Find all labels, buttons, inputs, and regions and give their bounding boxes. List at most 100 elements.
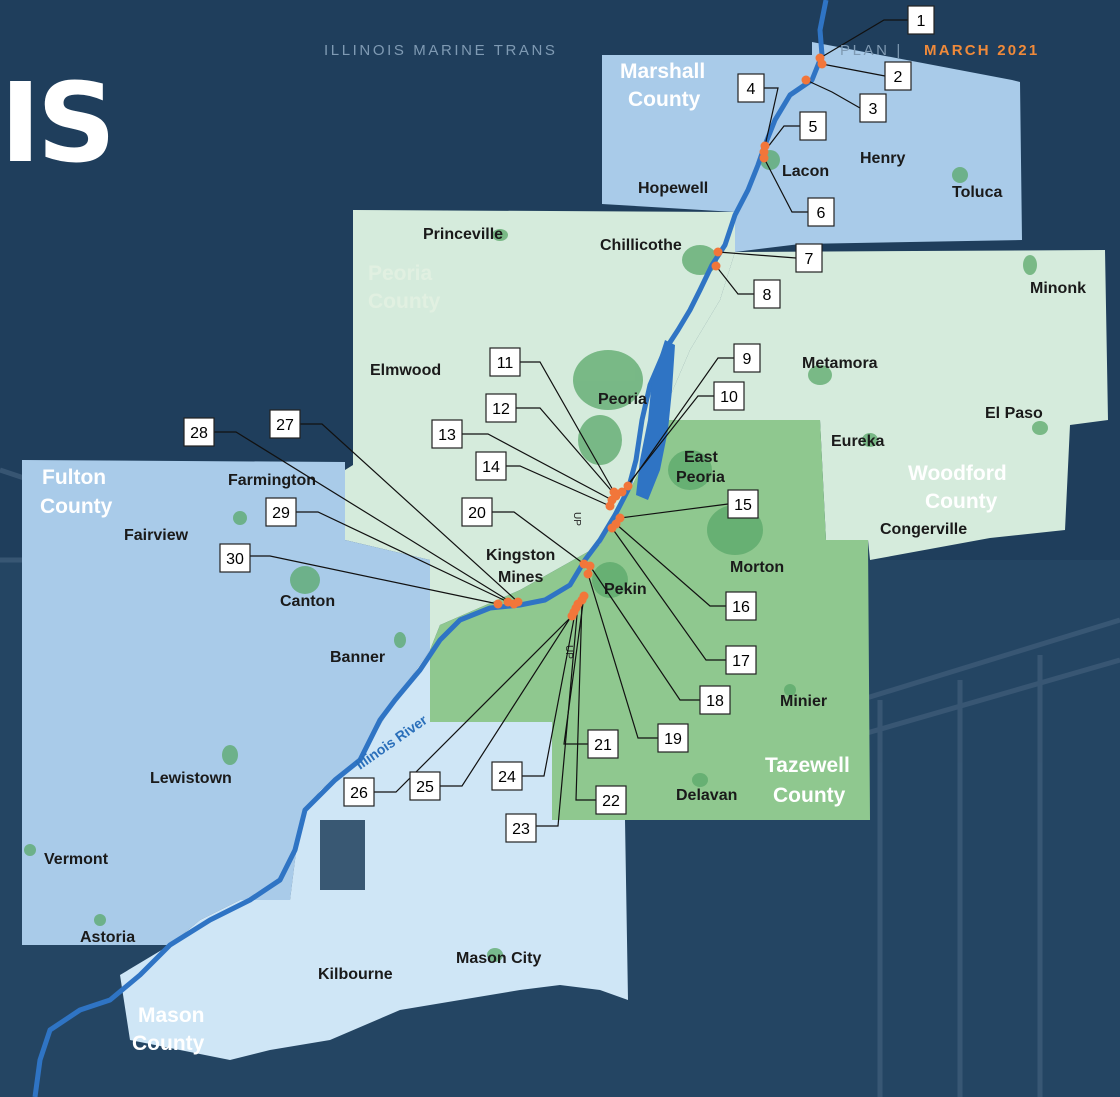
site-label-box-10[interactable] bbox=[713, 381, 745, 411]
background-bridge bbox=[0, 467, 1120, 1097]
site-label-11: 11 bbox=[497, 355, 514, 372]
site-label-box-26[interactable] bbox=[343, 777, 375, 807]
leader-line-13 bbox=[462, 433, 613, 501]
town-kilbourne: Kilbourne bbox=[318, 966, 393, 983]
leader-line-23 bbox=[536, 603, 579, 827]
leader-line-29 bbox=[296, 511, 509, 603]
site-label-box-3[interactable] bbox=[859, 93, 887, 123]
site-label-box-17[interactable] bbox=[725, 645, 757, 675]
site-marker-17[interactable] bbox=[607, 523, 617, 533]
leader-line-10 bbox=[621, 395, 714, 493]
site-label-box-21[interactable] bbox=[587, 729, 619, 759]
site-label-24: 24 bbox=[498, 769, 516, 786]
site-label-box-18[interactable] bbox=[699, 685, 731, 715]
site-label-box-23[interactable] bbox=[505, 813, 537, 843]
site-label-box-19[interactable] bbox=[657, 723, 689, 753]
site-marker-20[interactable] bbox=[579, 559, 589, 569]
site-label-29: 29 bbox=[272, 505, 290, 522]
site-marker-29[interactable] bbox=[503, 597, 513, 607]
site-label-box-13[interactable] bbox=[431, 419, 463, 449]
site-label-box-2[interactable] bbox=[884, 61, 912, 91]
leader-line-3 bbox=[805, 79, 861, 109]
town-chillicothe: Chillicothe bbox=[600, 237, 682, 254]
site-label-box-30[interactable] bbox=[219, 543, 251, 573]
site-marker-8[interactable] bbox=[711, 261, 721, 271]
site-label-26: 26 bbox=[350, 785, 368, 802]
site-label-4: 4 bbox=[747, 81, 756, 98]
leader-line-17 bbox=[611, 527, 726, 661]
site-label-box-4[interactable] bbox=[737, 73, 765, 103]
leader-line-15 bbox=[619, 503, 729, 519]
town-mason-city: Mason City bbox=[456, 950, 541, 967]
site-label-box-14[interactable] bbox=[475, 451, 507, 481]
county-label-fulton-2: County bbox=[40, 495, 113, 518]
site-label-box-8[interactable] bbox=[753, 279, 781, 309]
site-label-box-16[interactable] bbox=[725, 591, 757, 621]
site-label-22: 22 bbox=[602, 793, 620, 810]
site-marker-6[interactable] bbox=[759, 153, 769, 163]
leader-line-27 bbox=[300, 423, 519, 603]
leader-line-12 bbox=[516, 407, 617, 497]
site-label-30: 30 bbox=[226, 551, 244, 568]
header-title: ILLINOIS MARINE TRANS bbox=[324, 42, 558, 59]
site-markers bbox=[493, 53, 827, 621]
site-label-box-7[interactable] bbox=[795, 243, 823, 273]
site-label-19: 19 bbox=[664, 731, 682, 748]
site-label-box-27[interactable] bbox=[269, 409, 301, 439]
site-label-box-24[interactable] bbox=[491, 761, 523, 791]
town-astoria: Astoria bbox=[80, 929, 135, 946]
site-label-box-9[interactable] bbox=[733, 343, 761, 373]
site-label-box-12[interactable] bbox=[485, 393, 517, 423]
leader-line-30 bbox=[250, 555, 499, 605]
peoria-county-region bbox=[345, 210, 735, 650]
site-label-box-11[interactable] bbox=[489, 347, 521, 377]
town-henry: Henry bbox=[860, 150, 905, 167]
leader-line-4 bbox=[764, 87, 779, 147]
site-marker-14[interactable] bbox=[605, 501, 615, 511]
leader-line-19 bbox=[587, 573, 658, 739]
site-label-box-15[interactable] bbox=[727, 489, 759, 519]
illinois-river bbox=[32, 0, 829, 1097]
site-label-box-25[interactable] bbox=[409, 771, 441, 801]
site-label-18: 18 bbox=[706, 693, 724, 710]
town-congerville: Congerville bbox=[880, 521, 967, 538]
leader-line-1 bbox=[819, 19, 908, 59]
site-label-box-20[interactable] bbox=[461, 497, 493, 527]
railroad-label-1: UP bbox=[571, 512, 582, 526]
site-label-box-6[interactable] bbox=[807, 197, 835, 227]
site-marker-19[interactable] bbox=[583, 569, 593, 579]
site-marker-3[interactable] bbox=[801, 75, 811, 85]
site-number-labels: 1234567891011121314151617181920212223242… bbox=[183, 5, 935, 843]
site-marker-2[interactable] bbox=[817, 59, 827, 69]
leader-line-5 bbox=[763, 125, 800, 153]
county-label-mason-1: Mason bbox=[138, 1004, 205, 1027]
leader-line-14 bbox=[506, 465, 611, 507]
site-label-box-28[interactable] bbox=[183, 417, 215, 447]
site-label-9: 9 bbox=[743, 351, 752, 368]
county-label-tazewell-1: Tazewell bbox=[765, 754, 850, 777]
site-marker-30[interactable] bbox=[493, 599, 503, 609]
site-label-15: 15 bbox=[734, 497, 752, 514]
site-label-6: 6 bbox=[817, 205, 826, 222]
town-el-paso: El Paso bbox=[985, 405, 1043, 422]
town-banner: Banner bbox=[330, 649, 385, 666]
leader-line-24 bbox=[522, 607, 577, 777]
site-label-box-5[interactable] bbox=[799, 111, 827, 141]
leader-line-25 bbox=[440, 611, 575, 787]
site-label-box-22[interactable] bbox=[595, 785, 627, 815]
site-marker-26[interactable] bbox=[567, 611, 577, 621]
map-gap bbox=[320, 820, 365, 890]
site-marker-9[interactable] bbox=[623, 481, 633, 491]
county-label-woodford-1: Woodford bbox=[908, 462, 1007, 485]
leader-line-28 bbox=[214, 431, 515, 605]
town-canton: Canton bbox=[280, 593, 335, 610]
county-label-marshall-2: County bbox=[628, 88, 701, 111]
town-metamora: Metamora bbox=[802, 355, 878, 372]
site-label-28: 28 bbox=[190, 425, 208, 442]
site-label-box-29[interactable] bbox=[265, 497, 297, 527]
town-kingston-1: Kingston bbox=[486, 547, 555, 564]
site-marker-7[interactable] bbox=[713, 247, 723, 257]
town-lacon: Lacon bbox=[782, 163, 829, 180]
site-label-box-1[interactable] bbox=[907, 5, 935, 35]
